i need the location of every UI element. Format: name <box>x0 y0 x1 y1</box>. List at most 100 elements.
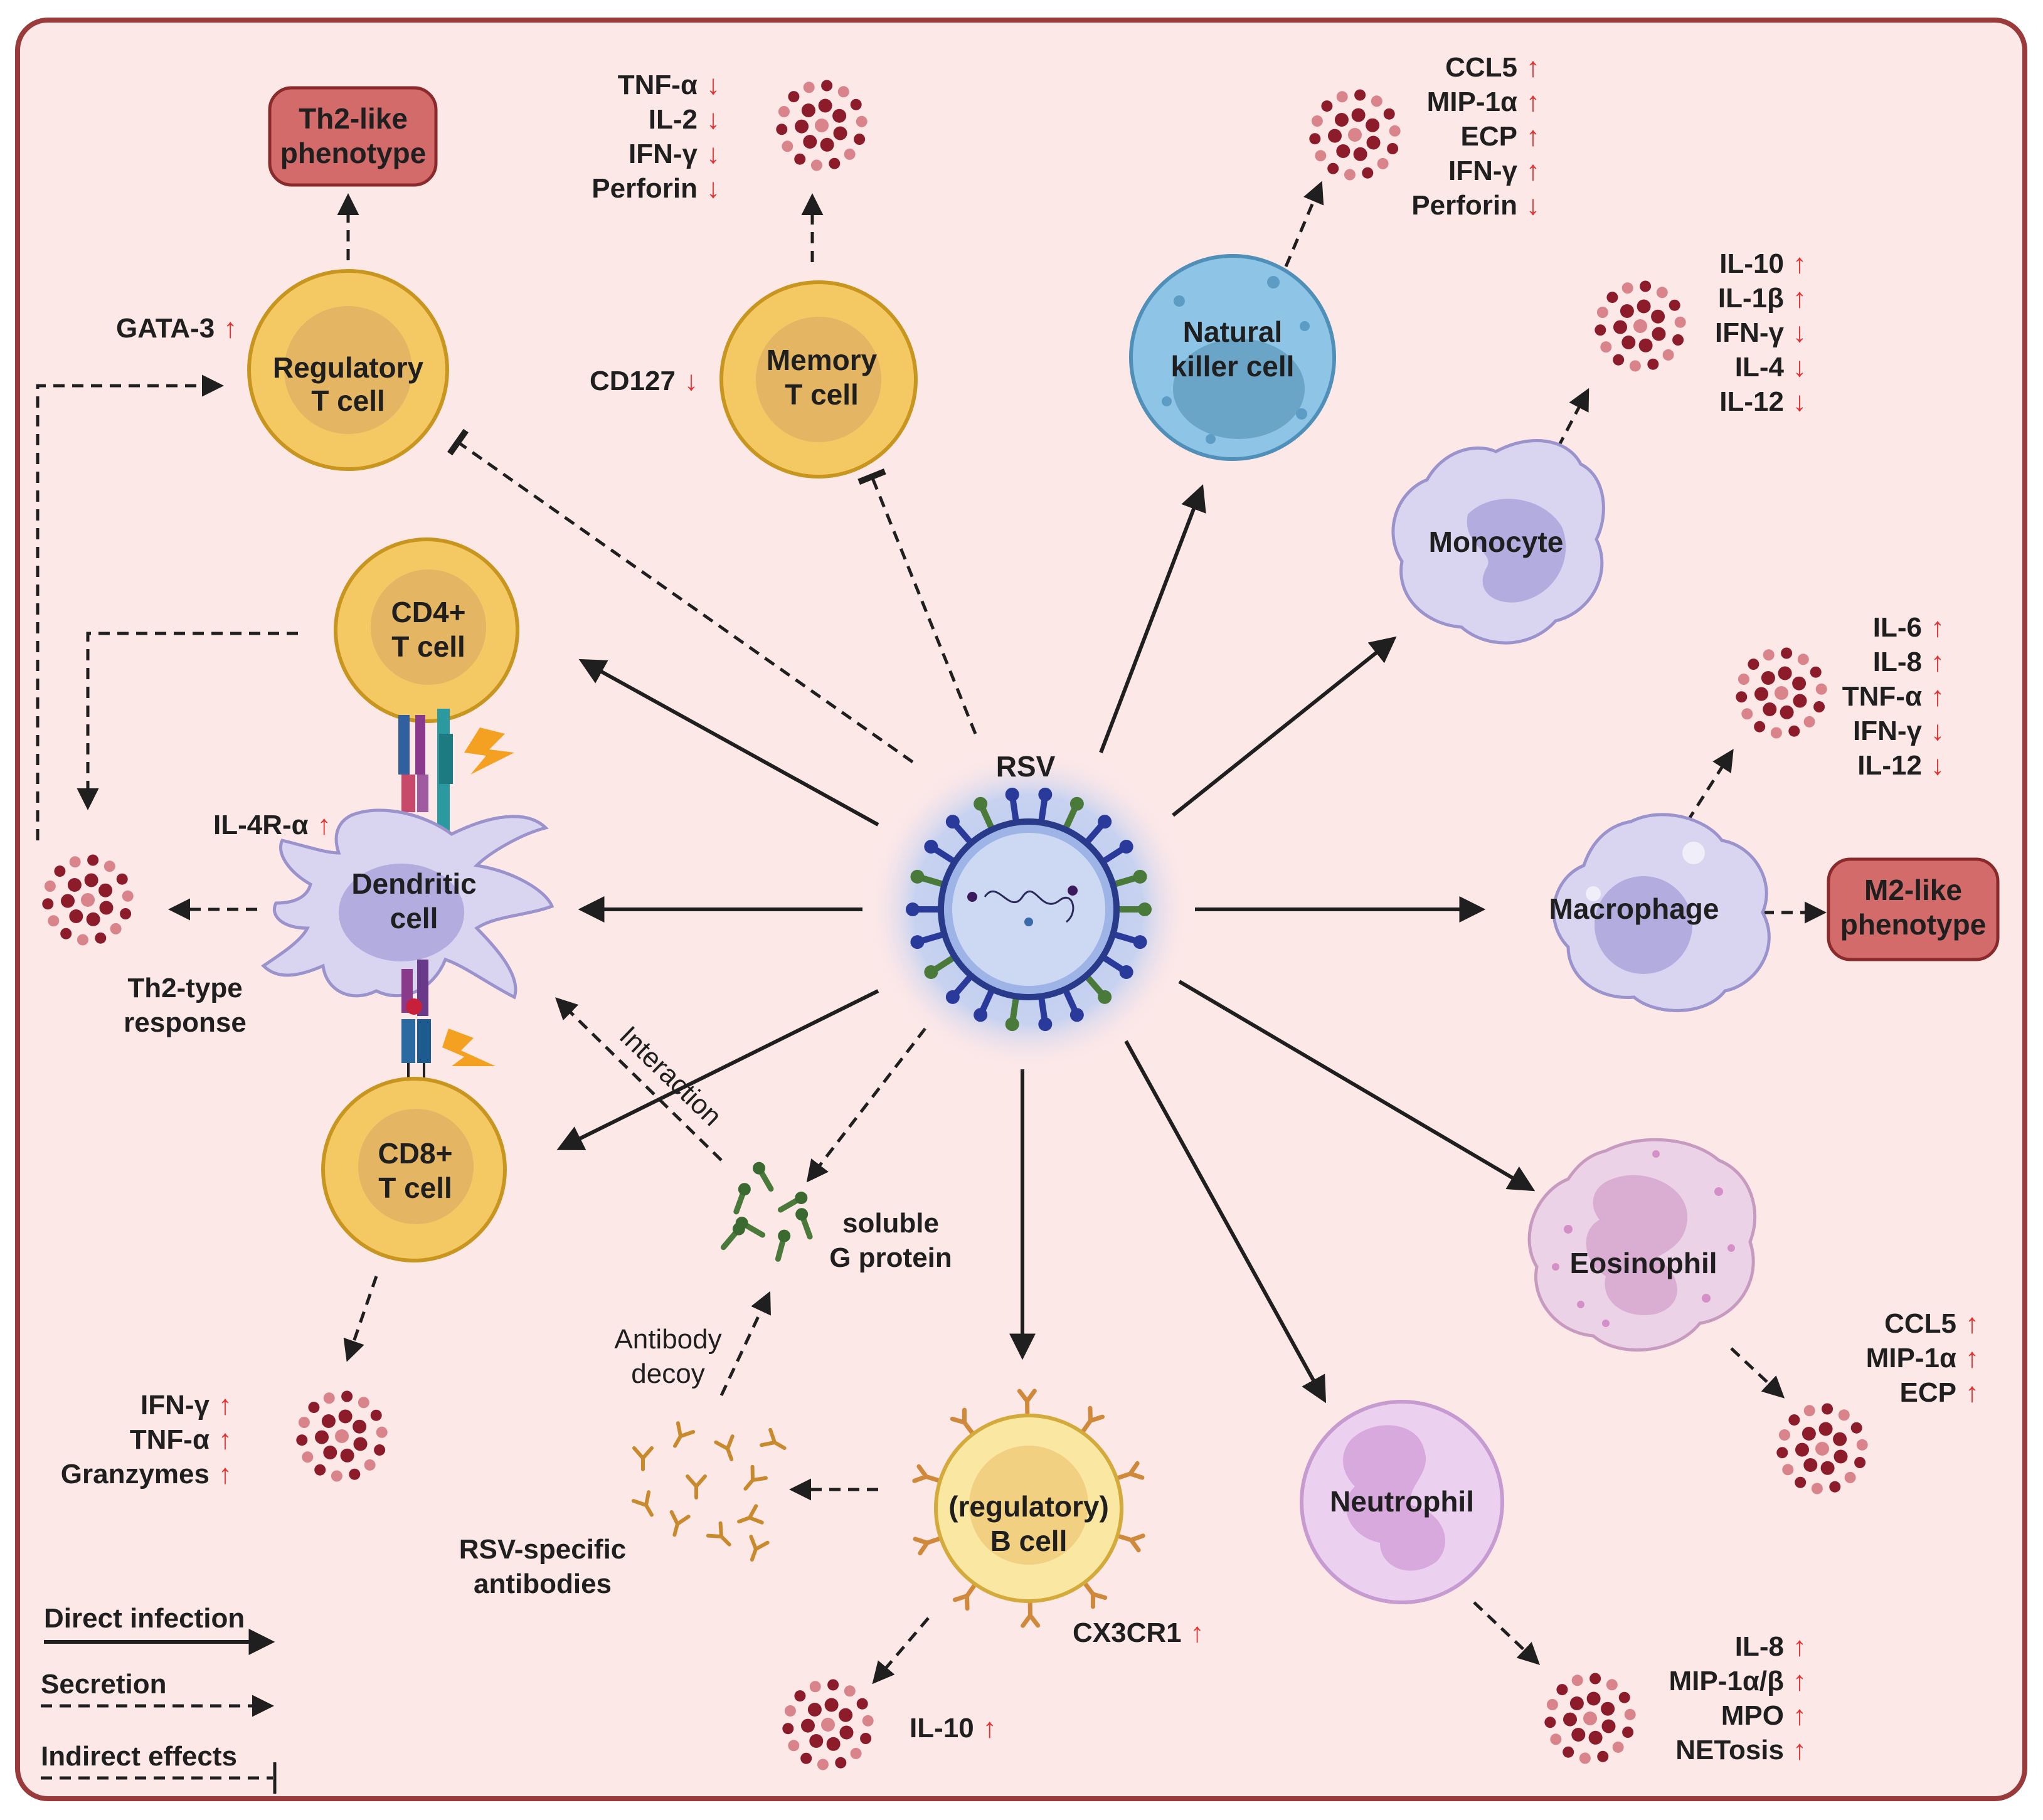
cytokine-dot <box>338 1409 353 1424</box>
cytokine-dot <box>850 1747 862 1759</box>
arrow-rsv-to-nk <box>1099 484 1206 754</box>
granule <box>1552 1263 1559 1271</box>
cytokine-name: IL-8 <box>1735 1631 1784 1662</box>
macrophage-nucleus <box>1595 876 1692 974</box>
cytokine-dot <box>1856 1439 1868 1451</box>
cytokine-dot <box>784 1705 796 1717</box>
cytokine-dot <box>839 1708 853 1722</box>
cytokine-dot <box>61 894 75 908</box>
cd127-arrow: ↓ <box>684 366 698 396</box>
cytokine-dot <box>1354 89 1366 101</box>
cytokine-dot <box>1761 671 1775 685</box>
rsv-spike-head <box>945 990 960 1004</box>
antibody-shape <box>743 1464 768 1491</box>
cytokine-dot <box>1822 1403 1833 1415</box>
cytokine-list-memory: TNF-α↓IL-2↓IFN-γ↓Perforin↓ <box>592 70 720 204</box>
cytokine-dot <box>1795 1476 1807 1488</box>
cytokine-dot <box>839 1725 854 1740</box>
cytokine-dot <box>1606 292 1618 304</box>
cytokine-dot <box>1640 280 1652 292</box>
cytokine-dot <box>818 98 832 113</box>
dendritic-cell: Dendritic cell <box>261 808 555 1000</box>
cytokine-dot <box>776 124 788 135</box>
cytokine-dot <box>376 1426 388 1438</box>
arrow-rsv-to-eosinophil <box>1178 980 1536 1192</box>
cytokine-dot <box>87 854 99 866</box>
cytokine-item: TNF-α↓ <box>618 70 720 100</box>
cytokine-item: TNF-α↑ <box>130 1424 232 1455</box>
secretion-rsv-to-soluble-g <box>806 1027 926 1183</box>
cytokine-dot <box>296 1434 308 1446</box>
cytokine-dot <box>1334 113 1349 127</box>
cytokine-dot <box>1606 1679 1618 1691</box>
b-cell-receptor-icon <box>1116 1461 1145 1480</box>
cytokine-dot <box>358 1397 369 1409</box>
cytokine-dot <box>1815 1442 1829 1456</box>
cytokine-name: IL-12 <box>1857 750 1922 781</box>
b-receptor-shape <box>950 1407 974 1435</box>
rsv-spike-head <box>924 839 938 854</box>
cd4-t-cell-nucleus <box>371 569 486 685</box>
cytokine-dot <box>84 873 98 887</box>
th2-response-label-2: response <box>124 1007 247 1038</box>
cytokine-dot <box>1583 1712 1597 1725</box>
cytokine-dot <box>321 1414 336 1428</box>
memory-t-cell-label-2: T cell <box>785 378 859 411</box>
b-cell-receptor-icon <box>952 1583 977 1611</box>
cytokine-dot <box>308 1402 320 1414</box>
cytokine-dot <box>856 1698 868 1710</box>
cytokine-dot <box>862 1715 874 1727</box>
cytokine-name: IL-10 <box>1719 248 1784 279</box>
cytokine-dot <box>809 1734 824 1748</box>
antibody-shape <box>669 1510 691 1537</box>
antibody-cluster <box>631 1421 787 1562</box>
cytokine-dot <box>1362 167 1374 179</box>
b-cell-receptor-icon <box>1017 1389 1037 1416</box>
cytokine-arrow: ↓ <box>1793 317 1807 348</box>
gata3-arrow: ↑ <box>223 313 237 344</box>
cytokine-item: IL-2↓ <box>649 104 720 135</box>
cytokine-dot <box>844 148 856 160</box>
nk-granule <box>1296 408 1307 420</box>
dendritic-cell-nucleus <box>339 864 464 961</box>
rsv-spike-head <box>1005 1017 1019 1032</box>
cytokine-dot <box>837 86 849 98</box>
cytokine-dot <box>1600 341 1612 353</box>
cytokine-dot <box>856 115 868 127</box>
cytokine-arrow: ↓ <box>1526 190 1540 221</box>
cytokine-dot <box>821 1718 835 1732</box>
legend: Direct infection Secretion Indirect effe… <box>41 1603 277 1794</box>
cytokine-dot <box>298 1417 310 1428</box>
m2-phenotype-rect <box>1827 857 2000 961</box>
regulatory-t-cell-nucleus <box>284 306 412 434</box>
cytokine-dot <box>1638 338 1653 352</box>
cytokine-dot <box>854 134 866 145</box>
cytokine-dot <box>81 893 95 907</box>
rsv-protein <box>967 892 977 902</box>
cytokine-dot <box>1803 716 1815 727</box>
cytokine-arrow: ↑ <box>1965 1308 1979 1339</box>
arrow-rsv-to-cd4 <box>578 659 879 827</box>
tcr-mhc-upper <box>398 709 514 834</box>
legend-secretion-label: Secretion <box>41 1669 167 1700</box>
cytokine-dot <box>1571 1728 1586 1742</box>
cytokine-name: MIP-1α/β <box>1669 1666 1784 1696</box>
cytokine-dot <box>314 1464 326 1476</box>
granule <box>1564 1225 1573 1234</box>
cytokine-dot <box>1629 360 1641 372</box>
cytokine-dot <box>1597 1750 1609 1762</box>
b-cell-receptors <box>912 1389 1145 1628</box>
cytokine-dot <box>1588 1730 1603 1745</box>
b-receptor-shape <box>1021 1600 1041 1628</box>
rsv-spike-head <box>974 1008 988 1022</box>
cytokine-dot <box>1778 1429 1790 1441</box>
th2-phenotype-label-2: phenotype <box>280 137 427 169</box>
antibody-shape <box>631 1490 654 1517</box>
rsv-protein <box>1024 918 1033 926</box>
cytokine-dot <box>1833 1449 1848 1464</box>
cytokine-dot <box>1738 674 1749 685</box>
antibody-shape <box>632 1446 654 1471</box>
cytokine-dot <box>810 159 822 171</box>
cytokine-item: TNF-α↑ <box>1842 681 1945 712</box>
